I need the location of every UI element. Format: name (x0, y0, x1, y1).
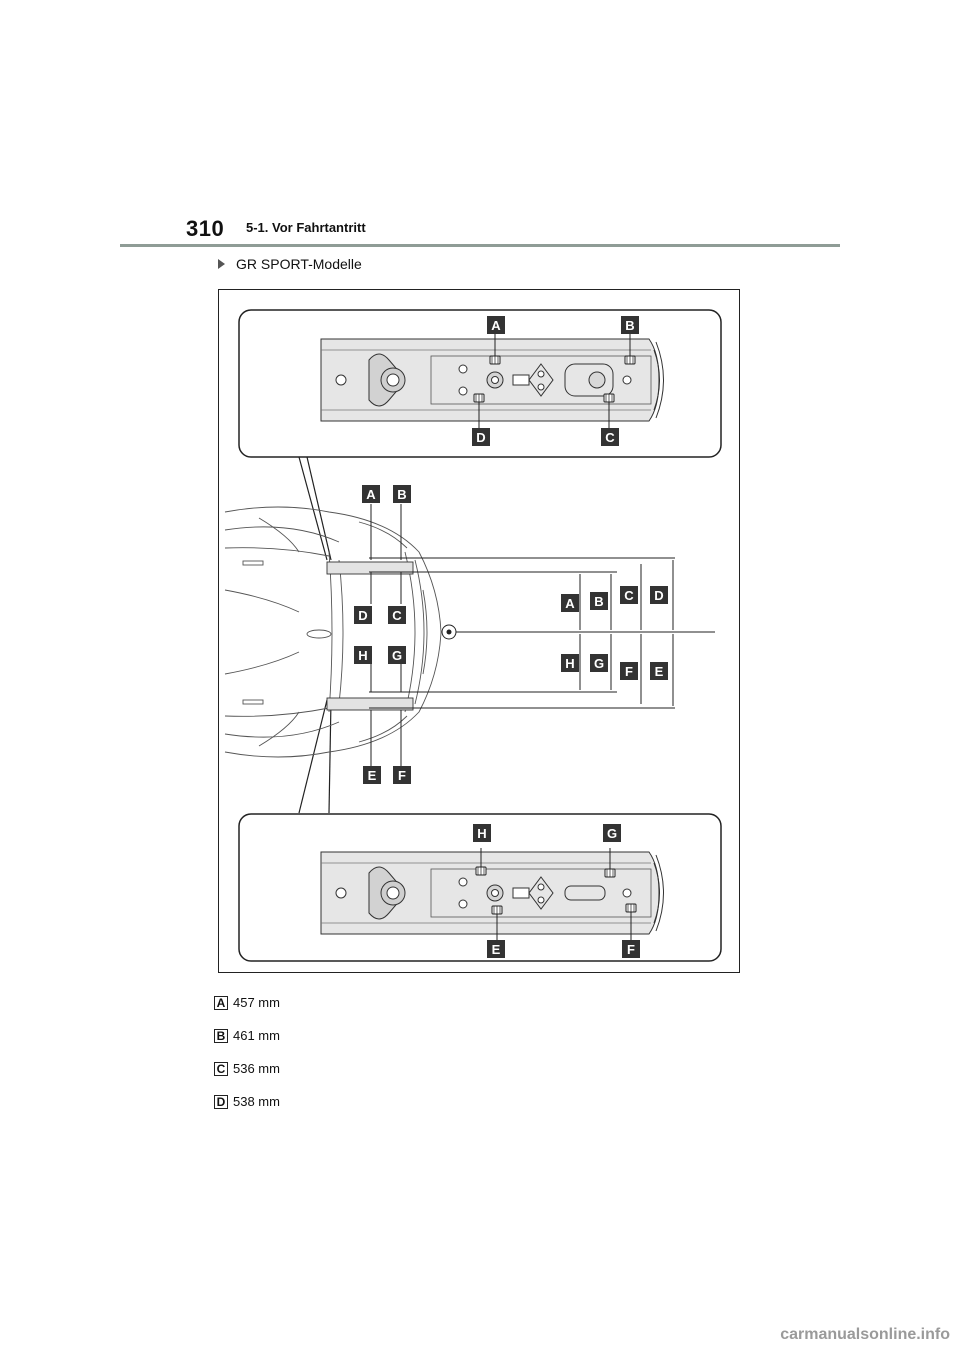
legend-key-c: C (214, 1061, 228, 1076)
triangle-bullet-icon (218, 259, 225, 269)
dimension-label-h: H (561, 654, 579, 672)
jack-point-h-marker (475, 866, 487, 876)
car-label-h: H (354, 646, 372, 664)
legend-item-d: D 538 mm (214, 1085, 280, 1118)
legend-key-a: A (214, 995, 228, 1010)
svg-text:A: A (491, 318, 501, 333)
legend-item-b: B 461 mm (214, 1019, 280, 1052)
car-label-b: B (393, 485, 411, 503)
section-title: 5-1. Vor Fahrtantritt (246, 220, 366, 235)
jack-point-f-marker (625, 903, 637, 913)
svg-text:G: G (392, 648, 402, 663)
car-top-view (224, 506, 442, 758)
legend-item-c: C 536 mm (214, 1052, 280, 1085)
svg-text:F: F (627, 942, 635, 957)
svg-text:A: A (565, 596, 575, 611)
svg-text:E: E (655, 664, 664, 679)
svg-text:D: D (654, 588, 663, 603)
svg-text:B: B (625, 318, 634, 333)
svg-text:C: C (605, 430, 615, 445)
svg-text:G: G (607, 826, 617, 841)
watermark: carmanualsonline.info (780, 1326, 950, 1343)
legend-value-d: 538 mm (233, 1094, 280, 1109)
legend-value-a: 457 mm (233, 995, 280, 1010)
jack-point-figure: A B D C (218, 289, 740, 973)
dimension-label-c: C (620, 586, 638, 604)
svg-text:D: D (358, 608, 367, 623)
svg-text:E: E (368, 768, 377, 783)
dimension-label-g: G (590, 654, 608, 672)
top-panel-label-b: B (621, 316, 639, 334)
bottom-detail-panel: H G E F (238, 813, 722, 962)
dimension-label-b: B (590, 592, 608, 610)
dimension-label-e: E (650, 662, 668, 680)
car-label-a: A (362, 485, 380, 503)
jack-point-b-marker (624, 355, 636, 365)
car-label-e: E (363, 766, 381, 784)
svg-text:F: F (625, 664, 633, 679)
top-detail-panel: A B D C (238, 309, 722, 458)
top-panel-label-c: C (601, 428, 619, 446)
bottom-panel-label-h: H (473, 824, 491, 842)
dimension-label-f: F (620, 662, 638, 680)
page-number: 310 (186, 216, 225, 241)
svg-text:H: H (358, 648, 367, 663)
top-panel-label-a: A (487, 316, 505, 334)
header-divider (120, 244, 840, 247)
jack-point-diagram: A B D C (224, 309, 722, 962)
svg-text:C: C (624, 588, 634, 603)
jack-point-g-marker (604, 868, 616, 878)
bottom-panel-label-g: G (603, 824, 621, 842)
svg-text:A: A (366, 487, 376, 502)
dimension-lines (369, 557, 715, 709)
jack-point-e-marker (491, 905, 503, 915)
car-label-c: C (388, 606, 406, 624)
legend-key-b: B (214, 1028, 228, 1043)
legend-value-c: 536 mm (233, 1061, 280, 1076)
dimension-label-a: A (561, 594, 579, 612)
car-label-d: D (354, 606, 372, 624)
bottom-panel-label-f: F (622, 940, 640, 958)
dimension-label-d: D (650, 586, 668, 604)
dimension-legend: A 457 mm B 461 mm C 536 mm D 538 mm (214, 986, 280, 1118)
bottom-panel-label-e: E (487, 940, 505, 958)
jack-point-d-marker (473, 393, 485, 403)
jack-point-c-marker (603, 393, 615, 403)
car-label-g: G (388, 646, 406, 664)
model-line: GR SPORT-Modelle (218, 256, 362, 272)
legend-value-b: 461 mm (233, 1028, 280, 1043)
top-panel-label-d: D (472, 428, 490, 446)
model-line-text: GR SPORT-Modelle (236, 256, 362, 272)
legend-item-a: A 457 mm (214, 986, 280, 1019)
svg-text:D: D (476, 430, 485, 445)
jack-point-a-marker (489, 355, 501, 365)
svg-text:F: F (398, 768, 406, 783)
car-label-f: F (393, 766, 411, 784)
svg-text:E: E (492, 942, 501, 957)
svg-text:C: C (392, 608, 402, 623)
svg-text:G: G (594, 656, 604, 671)
legend-key-d: D (214, 1094, 228, 1109)
svg-text:B: B (397, 487, 406, 502)
svg-text:H: H (477, 826, 486, 841)
svg-text:H: H (565, 656, 574, 671)
svg-text:B: B (594, 594, 603, 609)
